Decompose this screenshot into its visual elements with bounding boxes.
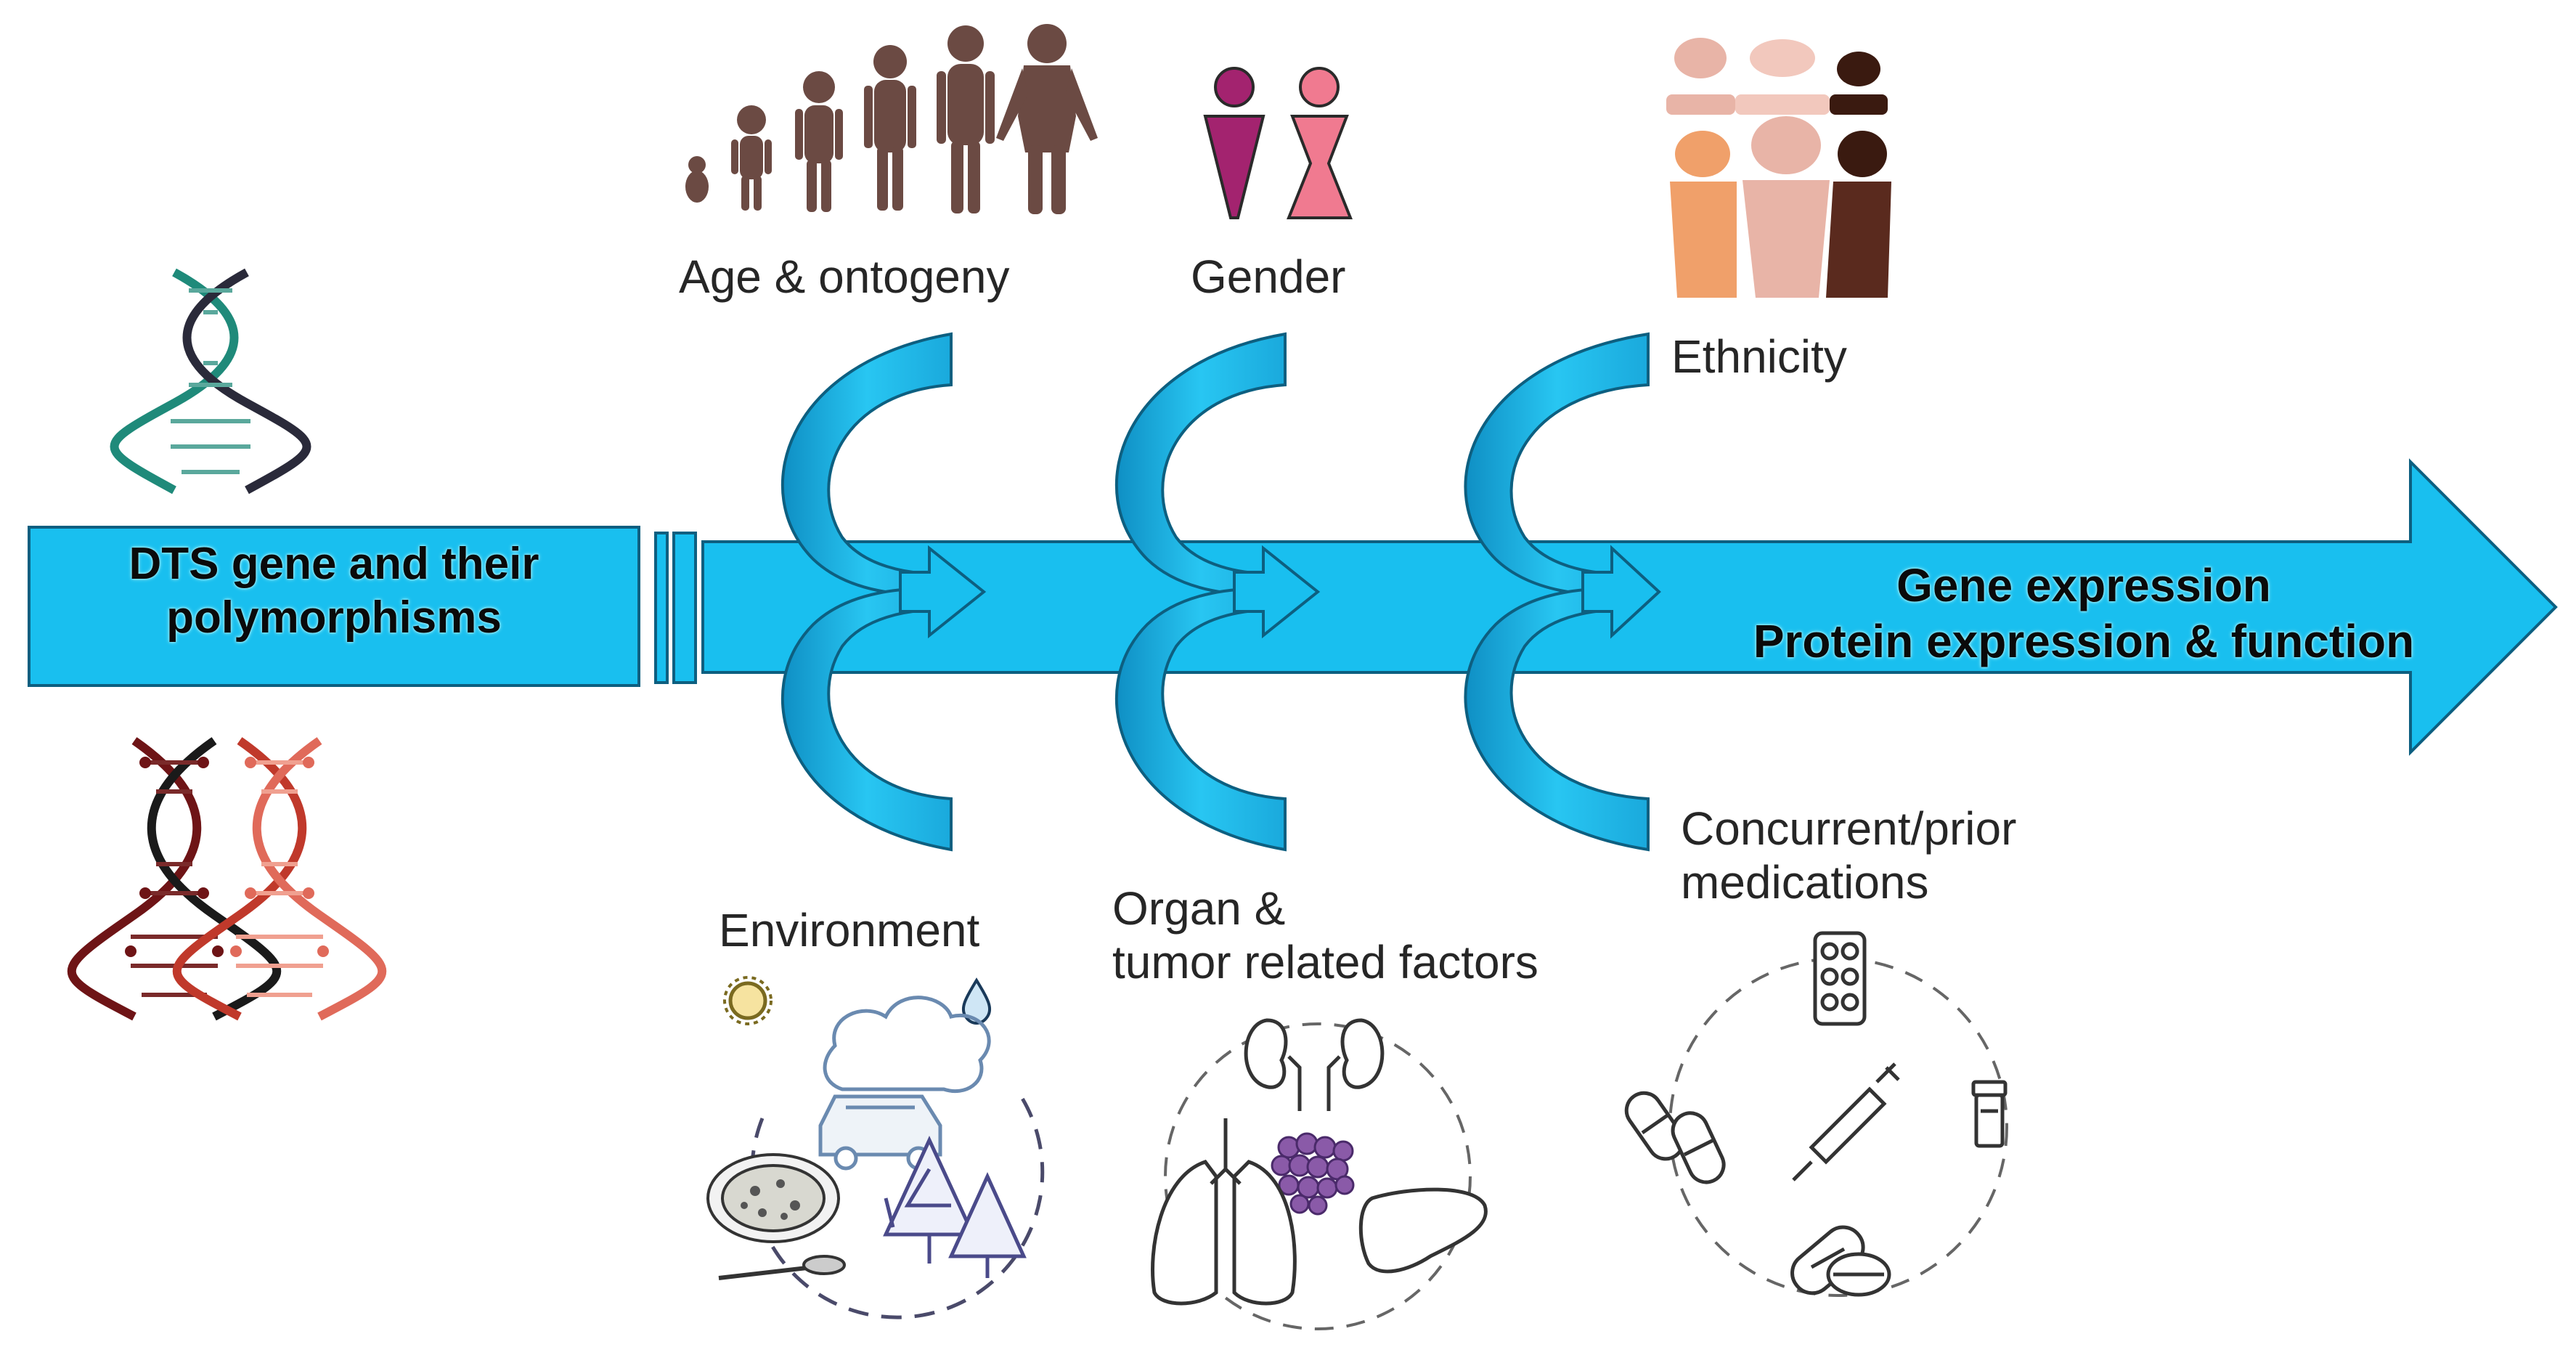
organ-circle bbox=[1164, 1022, 1472, 1330]
curl-arrow-group-1 bbox=[780, 332, 987, 852]
ethnicity-label: Ethnicity bbox=[1671, 330, 1847, 383]
age-ontogeny-label: Age & ontogeny bbox=[679, 251, 1010, 303]
curl-arrowhead-3 bbox=[1581, 545, 1661, 639]
female-figure-icon bbox=[1287, 67, 1353, 219]
curl-arrow-group-3 bbox=[1464, 332, 1661, 852]
capsules-icon bbox=[1624, 1091, 1726, 1184]
source-gene-label: DTS gene and their polymorphisms bbox=[44, 537, 624, 646]
pill-blister-icon bbox=[1813, 931, 1867, 1026]
medications-line2: medications bbox=[1681, 855, 1929, 908]
outcome-line1: Gene expression bbox=[1896, 559, 2271, 611]
environment-circle bbox=[750, 1088, 1045, 1319]
medications-line1: Concurrent/prior bbox=[1681, 802, 2017, 855]
source-gene-line1: DTS gene and their bbox=[129, 539, 539, 589]
diverse-people-icon bbox=[1666, 38, 1891, 298]
kidneys-icon bbox=[1244, 1018, 1385, 1111]
water-drop-icon bbox=[961, 977, 992, 1025]
environment-label: Environment bbox=[719, 904, 980, 956]
human-growth-stages-icon bbox=[685, 24, 1098, 214]
left-block bbox=[28, 526, 640, 687]
food-plate-icon bbox=[706, 1153, 846, 1280]
outcome-line2: Protein expression & function bbox=[1753, 614, 2415, 667]
forest-icon bbox=[883, 1136, 1027, 1278]
curl-arrowhead-2 bbox=[1233, 545, 1321, 639]
outcome-label: Gene expression Protein expression & fun… bbox=[1670, 558, 2498, 670]
curl-arrow-group-2 bbox=[1114, 332, 1321, 852]
male-female-icon bbox=[1203, 67, 1353, 219]
source-gene-line2: polymorphisms bbox=[166, 593, 502, 643]
tumor-cells-icon bbox=[1271, 1132, 1355, 1216]
organ-tumor-line1: Organ & bbox=[1112, 882, 1286, 935]
syringe-icon bbox=[1792, 1062, 1900, 1181]
sun-icon bbox=[723, 976, 773, 1025]
break-bar-1 bbox=[654, 532, 669, 684]
liver-icon bbox=[1358, 1187, 1488, 1274]
organ-tumor-label: Organ & tumor related factors bbox=[1112, 882, 1538, 989]
tablets-icon bbox=[1790, 1225, 1891, 1297]
curl-arrowhead-1 bbox=[899, 545, 987, 639]
dna-helix-salmon-icon bbox=[173, 737, 386, 1021]
medications-label: Concurrent/prior medications bbox=[1681, 802, 2016, 909]
pill-bottle-icon bbox=[1971, 1080, 2008, 1148]
dna-helix-icon bbox=[110, 268, 311, 495]
lungs-icon bbox=[1151, 1118, 1297, 1306]
organ-tumor-line2: tumor related factors bbox=[1112, 935, 1538, 988]
break-bar-2 bbox=[672, 532, 697, 684]
male-figure-icon bbox=[1203, 67, 1265, 219]
gender-label: Gender bbox=[1191, 251, 1346, 303]
car-exhaust-icon bbox=[818, 996, 991, 1171]
